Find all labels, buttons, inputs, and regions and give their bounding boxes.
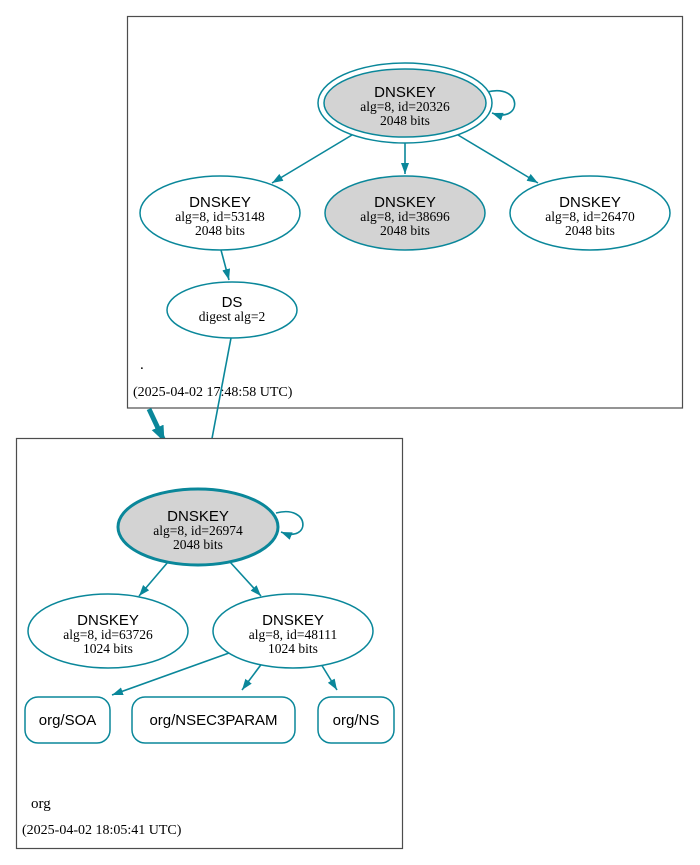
ds-ellipse — [166, 281, 298, 339]
node-dnskey-53148[interactable]: DNSKEY alg=8, id=53148 2048 bits — [139, 175, 301, 251]
node-dnskey-20326[interactable]: DNSKEY alg=8, id=20326 2048 bits — [317, 62, 493, 144]
dnskey-26470-title: DNSKEY — [559, 194, 621, 211]
edge-ksk20326-to-key26470 — [457, 134, 539, 184]
dnskey-26974-bits: 2048 bits — [173, 537, 223, 552]
zone-root-label: . — [140, 357, 144, 373]
node-ds[interactable]: DS digest alg=2 — [166, 281, 298, 339]
ds-title: DS — [222, 294, 243, 311]
rrset-ns-label: org/NS — [333, 712, 380, 729]
node-rrset-soa[interactable]: org/SOA — [24, 696, 111, 744]
edge-delegation-root-to-org — [146, 407, 167, 443]
edge-ksk20326-to-key53148 — [271, 134, 353, 184]
dnskey-38696-bits: 2048 bits — [380, 223, 430, 238]
zone-org-label: org — [31, 796, 51, 812]
dnskey-48111-detail: alg=8, id=48111 — [249, 627, 337, 642]
node-dnskey-48111[interactable]: DNSKEY alg=8, id=48111 1024 bits — [212, 593, 374, 669]
edge-key48111-to-soa — [111, 652, 230, 696]
rrset-nsec3param-box — [131, 696, 296, 744]
dnskey-26470-detail: alg=8, id=26470 — [545, 209, 635, 224]
dnskey-38696-title: DNSKEY — [374, 194, 436, 211]
dnskey-53148-detail: alg=8, id=53148 — [175, 209, 265, 224]
node-dnskey-26974[interactable]: DNSKEY alg=8, id=26974 2048 bits — [116, 487, 280, 567]
edge-ksk20326-self-loop — [486, 89, 516, 121]
zone-root: DNSKEY alg=8, id=20326 2048 bits DNSKEY … — [126, 15, 684, 409]
ds-detail: digest alg=2 — [199, 309, 265, 324]
dnskey-48111-title: DNSKEY — [262, 612, 324, 629]
zone-org-timestamp: (2025-04-02 18:05:41 UTC) — [22, 823, 182, 838]
dnskey-26974-title: DNSKEY — [167, 508, 229, 525]
dnskey-26470-ellipse — [509, 175, 671, 251]
dnskey-53148-bits: 2048 bits — [195, 223, 245, 238]
zone-org: DNSKEY alg=8, id=26974 2048 bits DNSKEY … — [15, 437, 404, 850]
rrset-nsec3param-label: org/NSEC3PARAM — [149, 712, 277, 729]
edge-key53148-to-ds — [220, 249, 231, 281]
dnskey-53148-ellipse — [139, 175, 301, 251]
dnskey-26974-detail: alg=8, id=26974 — [153, 523, 243, 538]
dnskey-63726-ellipse — [27, 593, 189, 669]
edge-ksk26974-self-loop — [275, 510, 304, 540]
dnskey-20326-inner-ring — [323, 68, 487, 138]
dnskey-20326-title: DNSKEY — [374, 84, 436, 101]
dnskey-63726-title: DNSKEY — [77, 612, 139, 629]
rrset-ns-box — [317, 696, 395, 744]
dnskey-26974-ellipse — [116, 487, 280, 567]
node-rrset-ns[interactable]: org/NS — [317, 696, 395, 744]
dnskey-20326-bits: 2048 bits — [380, 113, 430, 128]
node-dnskey-38696[interactable]: DNSKEY alg=8, id=38696 2048 bits — [324, 175, 486, 251]
dnskey-63726-detail: alg=8, id=63726 — [63, 627, 153, 642]
dnskey-38696-ellipse — [324, 175, 486, 251]
dnskey-26470-bits: 2048 bits — [565, 223, 615, 238]
dnskey-48111-ellipse — [212, 593, 374, 669]
dnskey-20326-detail: alg=8, id=20326 — [360, 99, 450, 114]
dnskey-63726-bits: 1024 bits — [83, 641, 133, 656]
rrset-soa-box — [24, 696, 111, 744]
dnskey-53148-title: DNSKEY — [189, 194, 251, 211]
node-dnskey-63726[interactable]: DNSKEY alg=8, id=63726 1024 bits — [27, 593, 189, 669]
edge-ksk26974-to-key48111 — [229, 561, 262, 597]
edge-ksk26974-to-key63726 — [138, 561, 169, 597]
edge-key48111-to-ns — [320, 663, 338, 691]
rrset-soa-label: org/SOA — [39, 712, 97, 729]
zone-root-timestamp: (2025-04-02 17:48:58 UTC) — [133, 385, 293, 400]
dnskey-38696-detail: alg=8, id=38696 — [360, 209, 450, 224]
node-dnskey-26470[interactable]: DNSKEY alg=8, id=26470 2048 bits — [509, 175, 671, 251]
node-rrset-nsec3param[interactable]: org/NSEC3PARAM — [131, 696, 296, 744]
edge-key48111-to-nsec3param — [241, 661, 264, 691]
dnskey-48111-bits: 1024 bits — [268, 641, 318, 656]
